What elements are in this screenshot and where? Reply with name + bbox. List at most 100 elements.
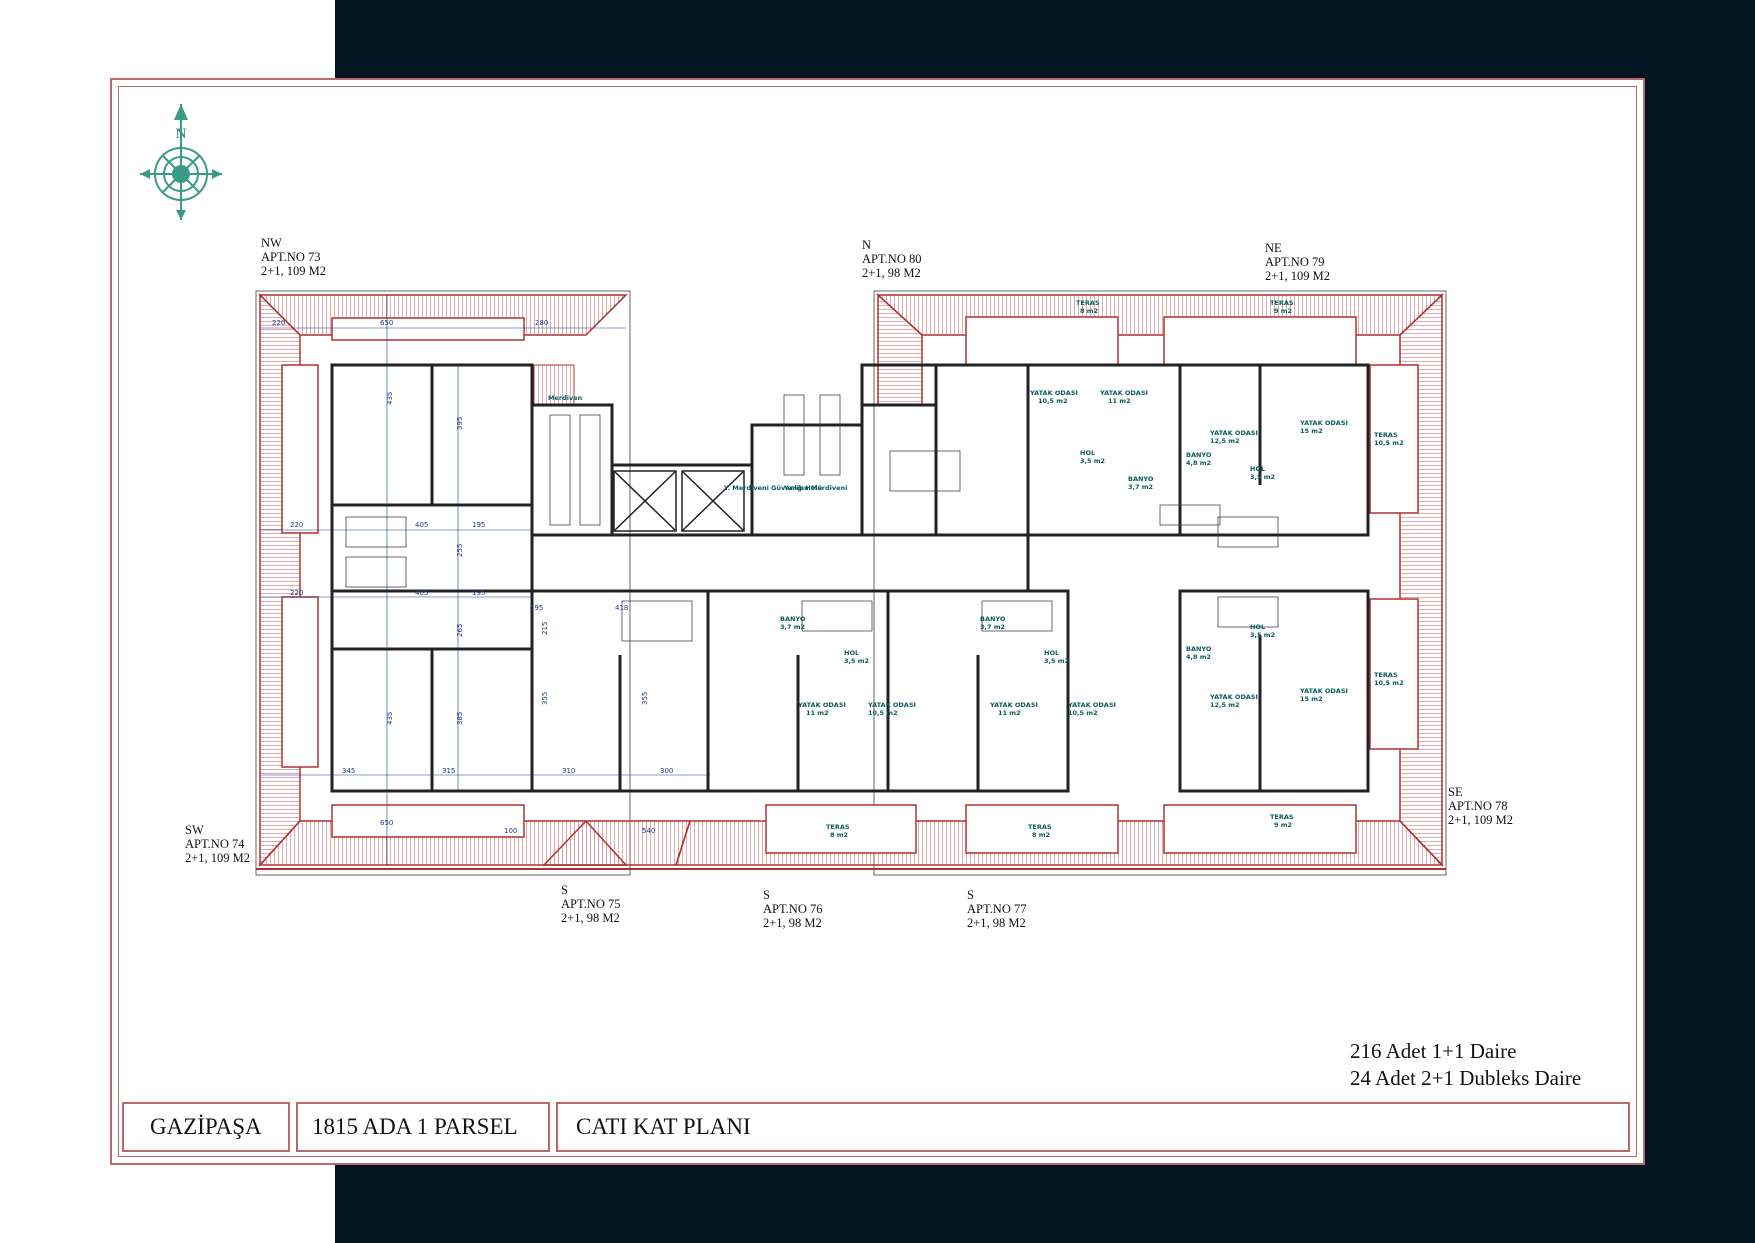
label-hol-se: HOL — [1250, 623, 1265, 631]
roof-eaves-west — [258, 293, 628, 867]
label-yatak-n2: YATAK ODASI — [1099, 389, 1148, 397]
label-teras-s76: TERAS — [826, 823, 850, 831]
dim-435-a: 435 — [386, 392, 394, 405]
label-yangin-merdiveni: Yangın Merdiveni — [783, 484, 847, 492]
apt-label-79: NE APT.NO 79 2+1, 109 M2 — [1265, 241, 1330, 283]
apt-label-74: SW APT.NO 74 2+1, 109 M2 — [185, 823, 250, 865]
label-area-teras-s76: 8 m2 — [830, 831, 848, 839]
label-area-teras-se: 9 m2 — [1274, 821, 1292, 829]
dark-background-bottom — [335, 1165, 1755, 1243]
dim-345: 345 — [342, 767, 355, 775]
dark-background-top — [335, 0, 1755, 78]
title-parcel: 1815 ADA 1 PARSEL — [296, 1102, 550, 1152]
apt-73-number: APT.NO 73 — [261, 250, 321, 264]
dim-255: 255 — [456, 544, 464, 557]
label-hol-s77: HOL — [1044, 649, 1059, 657]
label-area-teras-se-side: 10,5 m2 — [1374, 679, 1404, 687]
dim-280: 280 — [535, 319, 548, 327]
label-yatak-n1: YATAK ODASI — [1029, 389, 1078, 397]
label-area-banyo-ne: 4,8 m2 — [1186, 459, 1211, 467]
unit-summary: 216 Adet 1+1 Daire 24 Adet 2+1 Dubleks D… — [1350, 1038, 1581, 1092]
label-yatak-se2: YATAK ODASI — [1299, 687, 1348, 695]
label-area-banyo-n: 3,7 m2 — [1128, 483, 1153, 491]
dim-265: 265 — [456, 624, 464, 637]
sheet-inner-border — [118, 86, 1637, 1157]
label-area-banyo-s76: 3,7 m2 — [780, 623, 805, 631]
label-hol-s76: HOL — [844, 649, 859, 657]
stairs — [345, 394, 1279, 642]
label-teras-n: TERAS — [1076, 299, 1100, 307]
apt-77-size: 2+1, 98 M2 — [967, 916, 1026, 930]
roof-floor-plan: 650 650 220 220 405 405 195 195 345 315 … — [255, 290, 1447, 876]
apt-79-size: 2+1, 109 M2 — [1265, 269, 1331, 283]
label-area-s76b: 10,5 m2 — [868, 709, 898, 717]
dimension-labels: 650 650 220 220 405 405 195 195 345 315 … — [272, 319, 673, 835]
apt-label-73: NW APT.NO 73 2+1, 109 M2 — [261, 236, 326, 278]
dim-540: 540 — [642, 827, 655, 835]
title-location: GAZİPAŞA — [122, 1102, 290, 1152]
dim-215: 215 — [541, 622, 549, 635]
label-yatak-s77b: YATAK ODASI — [1067, 701, 1116, 709]
label-yatak-s76b: YATAK ODASI — [867, 701, 916, 709]
apt-label-75: S APT.NO 75 2+1, 98 M2 — [561, 883, 621, 925]
label-area-n1: 10,5 m2 — [1038, 397, 1068, 405]
label-area-banyo-s77: 3,7 m2 — [980, 623, 1005, 631]
apt-78-size: 2+1, 109 M2 — [1448, 813, 1514, 827]
building-walls — [330, 363, 1370, 793]
label-area-n2: 11 m2 — [1108, 397, 1131, 405]
apt-76-size: 2+1, 98 M2 — [763, 916, 822, 930]
label-merdiven: Merdiven — [548, 394, 583, 402]
label-area-hol-se: 3,5 m2 — [1250, 631, 1275, 639]
apt-76-number: APT.NO 76 — [763, 902, 823, 916]
dim-385: 385 — [456, 712, 464, 725]
label-area-teras-s77: 8 m2 — [1032, 831, 1050, 839]
apt-label-77: S APT.NO 77 2+1, 98 M2 — [967, 888, 1027, 930]
label-area-banyo-se: 4,8 m2 — [1186, 653, 1211, 661]
label-hol-ne: HOL — [1250, 465, 1265, 473]
apt-75-direction: S — [561, 883, 568, 897]
room-labels: Merdiven Y. Merdiveni Güvenlik Holü Yang… — [548, 299, 1404, 839]
dim-395: 395 — [456, 417, 464, 430]
apt-80-size: 2+1, 98 M2 — [862, 266, 921, 280]
label-banyo-s76: BANYO — [780, 615, 806, 623]
apt-74-direction: SW — [185, 823, 204, 837]
label-area-s77b: 10,5 m2 — [1068, 709, 1098, 717]
roof-eaves-east — [533, 293, 1444, 867]
apt-74-size: 2+1, 109 M2 — [185, 851, 251, 865]
label-area-hol-ne: 3,5 m2 — [1250, 473, 1275, 481]
label-teras-s77: TERAS — [1028, 823, 1052, 831]
apt-79-direction: NE — [1265, 241, 1282, 255]
dimension-lines — [260, 295, 710, 865]
label-area-teras-n: 8 m2 — [1080, 307, 1098, 315]
label-area-hol-n: 3,5 m2 — [1080, 457, 1105, 465]
dim-650-top: 650 — [380, 319, 393, 327]
dim-195-b: 195 — [472, 589, 485, 597]
summary-line-2: 24 Adet 2+1 Dubleks Daire — [1350, 1066, 1582, 1090]
label-banyo-se: BANYO — [1186, 645, 1212, 653]
dim-195-a: 195 — [472, 521, 485, 529]
label-area-se1: 12,5 m2 — [1210, 701, 1240, 709]
label-hol-n: HOL — [1080, 449, 1095, 457]
label-banyo-n: BANYO — [1128, 475, 1154, 483]
apt-77-direction: S — [967, 888, 974, 902]
apt-label-80: N APT.NO 80 2+1, 98 M2 — [862, 238, 922, 280]
label-banyo-ne: BANYO — [1186, 451, 1212, 459]
label-yatak-s76a: YATAK ODASI — [797, 701, 846, 709]
label-teras-se-side: TERAS — [1374, 671, 1398, 679]
label-yatak-ne2: YATAK ODASI — [1299, 419, 1348, 427]
apt-label-76: S APT.NO 76 2+1, 98 M2 — [763, 888, 823, 930]
summary-line-1: 216 Adet 1+1 Daire — [1350, 1039, 1517, 1063]
label-area-ne1: 12,5 m2 — [1210, 437, 1240, 445]
label-teras-ne-side: TERAS — [1374, 431, 1398, 439]
dim-195-c: 195 — [530, 604, 543, 612]
apt-80-number: APT.NO 80 — [862, 252, 922, 266]
label-area-teras-ne: 9 m2 — [1274, 307, 1292, 315]
compass-north-letter: N — [176, 126, 187, 142]
dim-300: 300 — [660, 767, 673, 775]
label-area-s77a: 11 m2 — [998, 709, 1021, 717]
dim-405-a: 405 — [415, 521, 428, 529]
apt-label-78: SE APT.NO 78 2+1, 109 M2 — [1448, 785, 1513, 827]
apt-75-number: APT.NO 75 — [561, 897, 621, 911]
label-yatak-ne1: YATAK ODASI — [1209, 429, 1258, 437]
title-drawing-name: CATI KAT PLANI — [556, 1102, 1630, 1152]
